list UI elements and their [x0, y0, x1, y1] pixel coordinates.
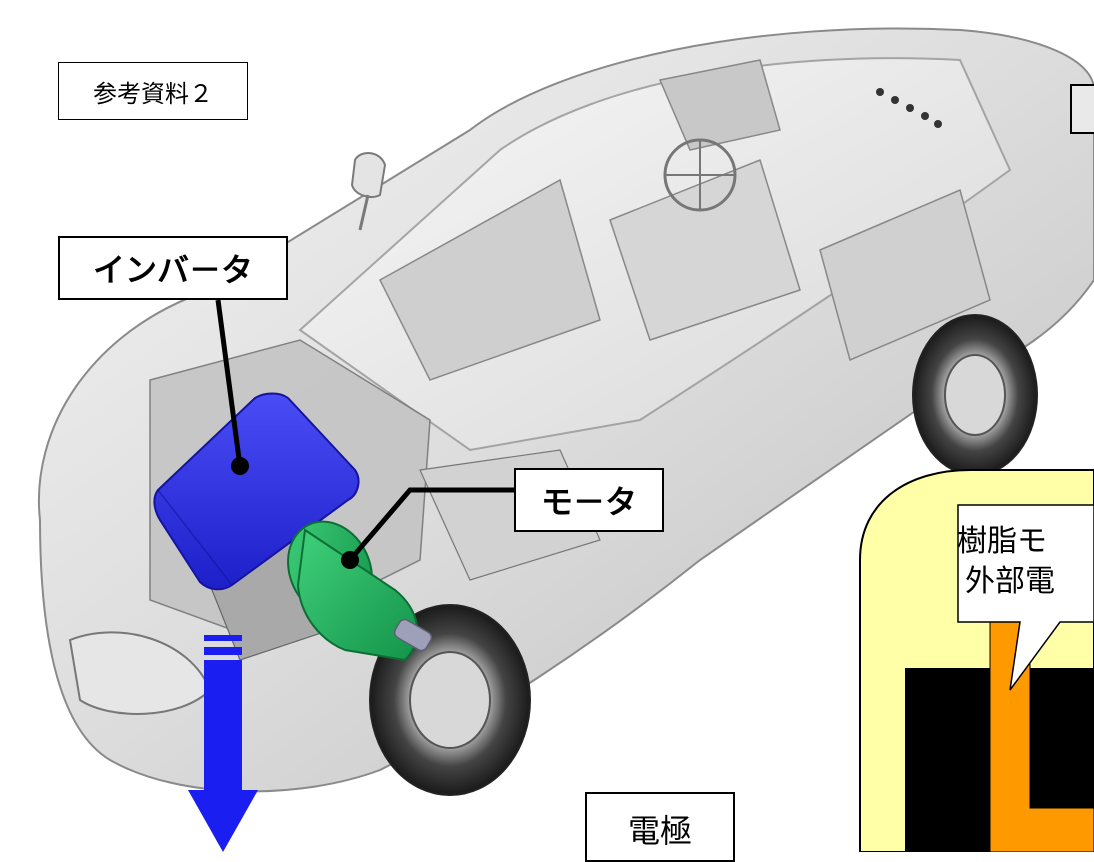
terminal-right: [1025, 668, 1094, 808]
callout-line-1: 樹脂モ: [957, 524, 1047, 559]
inverter-block: [153, 392, 360, 591]
inverter-label: インバ－タ: [58, 236, 288, 300]
downward-arrow: [188, 635, 258, 852]
terminal-left: [905, 668, 997, 852]
reference-label: 参考資料２: [58, 62, 248, 120]
electrode-label: 電極: [585, 792, 735, 862]
callout-text: 樹脂モ 外部電: [957, 522, 1094, 602]
motor-leader: [348, 487, 514, 562]
motor-label: モ－タ: [514, 468, 664, 532]
motor-block: [287, 520, 433, 662]
top-right-box: [1070, 84, 1094, 134]
inverter-leader: [215, 299, 243, 467]
callout-line-2: 外部電: [965, 564, 1055, 599]
speech-callout: [957, 504, 1094, 691]
